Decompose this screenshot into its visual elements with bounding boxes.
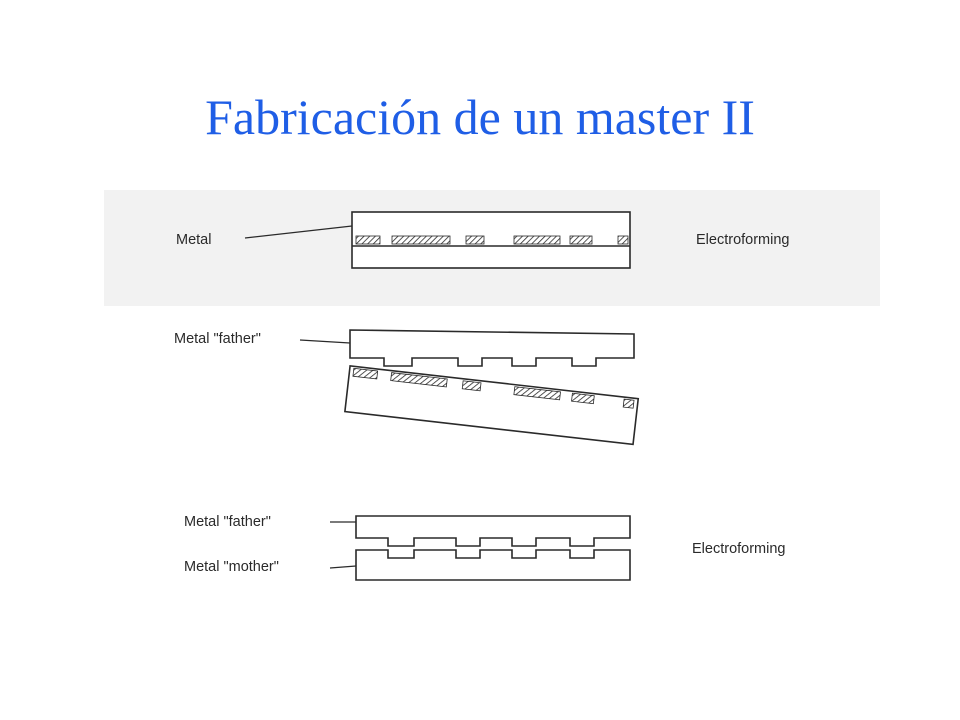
- stage3-mother-leader-line: [329, 565, 357, 569]
- stage1-leader-line: [244, 225, 353, 239]
- stage3-process-label: Electroforming: [692, 541, 785, 557]
- slide-title: Fabricación de un master II: [205, 89, 755, 145]
- stage1-master-disc: [351, 211, 631, 269]
- stage3-father-label: Metal "father": [184, 514, 271, 530]
- stage2-father-label: Metal "father": [174, 331, 261, 347]
- stage2-master-disc-tilted: [344, 364, 640, 446]
- stage3-mother-label: Metal "mother": [184, 559, 279, 575]
- stage1-process-label: Electroforming: [696, 232, 789, 248]
- stage2-father-stamper: [349, 329, 635, 367]
- stage2-leader-line: [299, 339, 351, 344]
- stage1-metal-layer-hatch: [355, 235, 629, 245]
- stage1-metal-label: Metal: [176, 232, 211, 248]
- stage3-father-stamper: [355, 515, 631, 547]
- stage3-mother-stamper: [355, 549, 631, 581]
